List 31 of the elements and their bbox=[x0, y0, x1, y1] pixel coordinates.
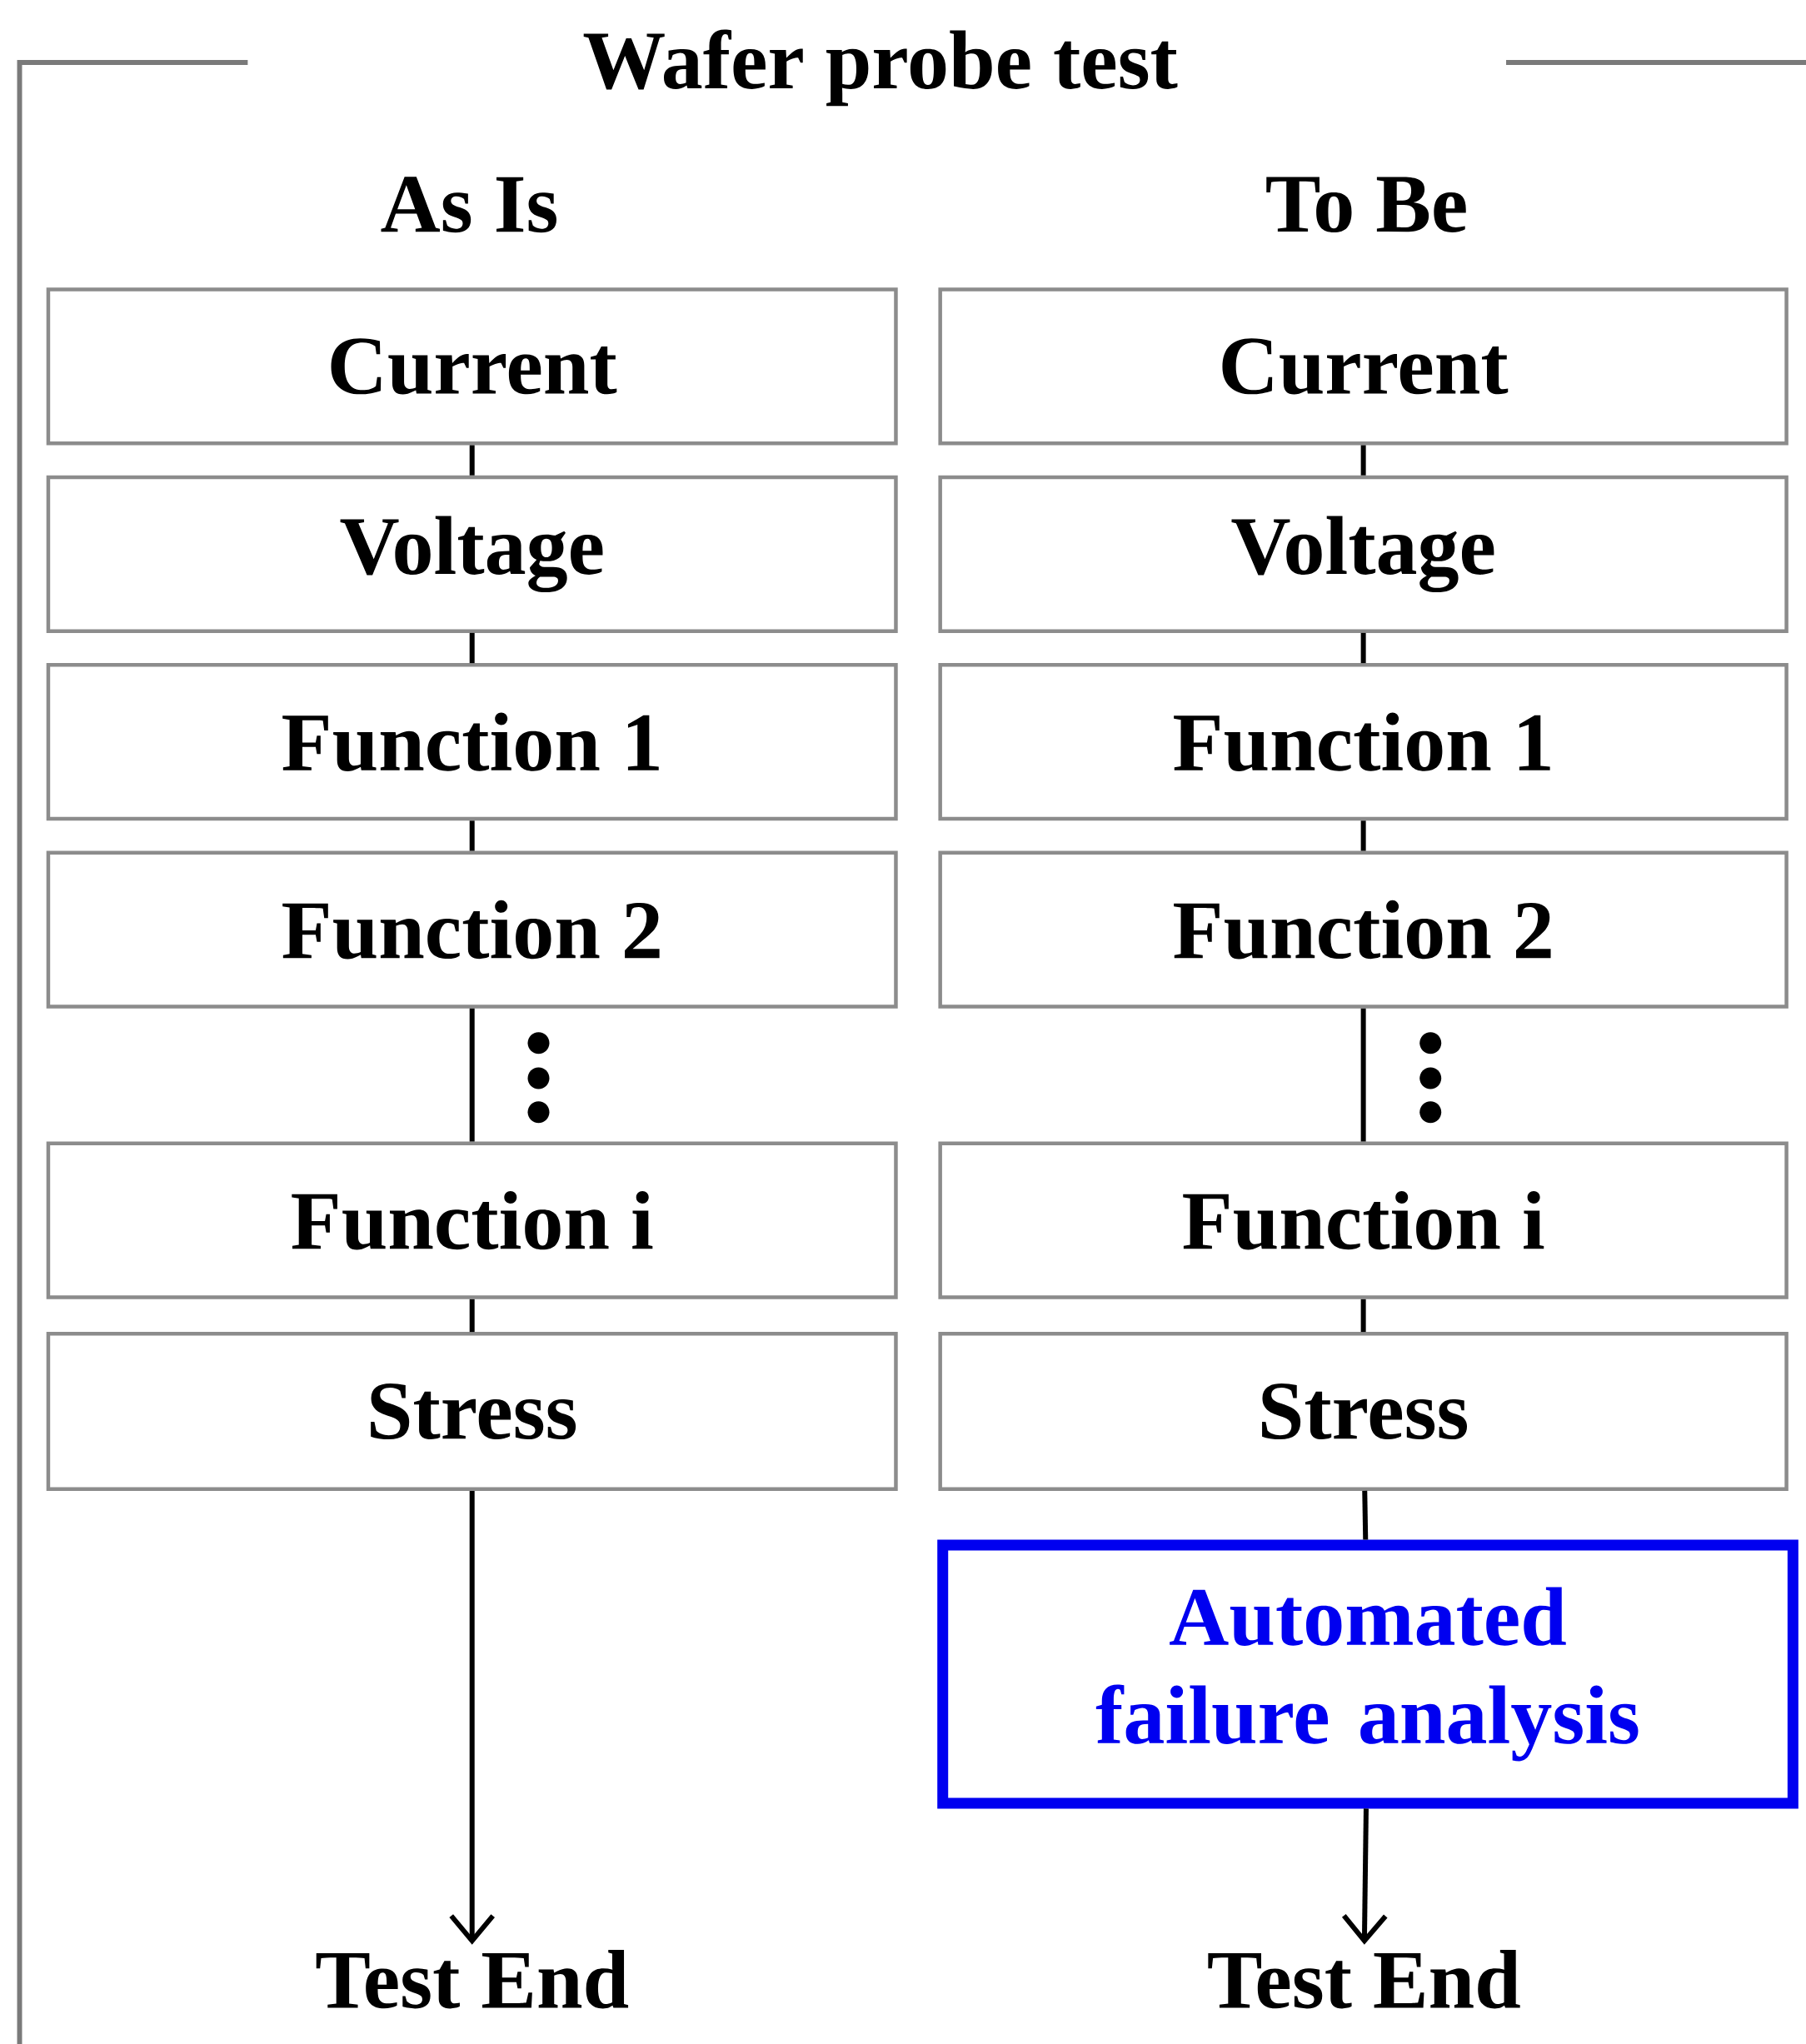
connector-line bbox=[469, 820, 475, 851]
connector-line bbox=[469, 445, 475, 476]
title: Wafer probe test bbox=[583, 29, 1178, 107]
process-box: Current bbox=[46, 287, 898, 446]
highlighted-process-box: Automated failure analysis bbox=[937, 1539, 1799, 1809]
connector-line bbox=[469, 1008, 475, 1142]
process-box: Current bbox=[938, 287, 1789, 446]
process-box: Function i bbox=[46, 1141, 898, 1299]
connector-line bbox=[1360, 445, 1366, 476]
process-box: Stress bbox=[938, 1332, 1789, 1491]
process-box: Stress bbox=[46, 1332, 898, 1491]
arrow bbox=[1341, 1808, 1388, 1945]
connector-line bbox=[1360, 632, 1366, 664]
connector-line bbox=[1360, 1299, 1366, 1333]
connector-line bbox=[469, 632, 475, 664]
end-label: Test End bbox=[316, 1950, 629, 2009]
connector-line bbox=[1360, 820, 1366, 851]
process-box: Voltage bbox=[938, 475, 1789, 633]
column-heading: As Is bbox=[381, 177, 556, 233]
process-box: Function 2 bbox=[938, 850, 1789, 1009]
column-heading: To Be bbox=[1266, 177, 1466, 233]
end-label: Test End bbox=[1208, 1950, 1520, 2009]
connector-line bbox=[1362, 1490, 1369, 1540]
process-box: Function 2 bbox=[46, 850, 898, 1009]
process-box: Function i bbox=[938, 1141, 1789, 1299]
process-box: Function 1 bbox=[46, 663, 898, 821]
process-box: Voltage bbox=[46, 475, 898, 633]
connector-line bbox=[1360, 1008, 1366, 1142]
process-box: Function 1 bbox=[938, 663, 1789, 821]
connector-line bbox=[469, 1299, 475, 1333]
arrow bbox=[449, 1490, 495, 1945]
